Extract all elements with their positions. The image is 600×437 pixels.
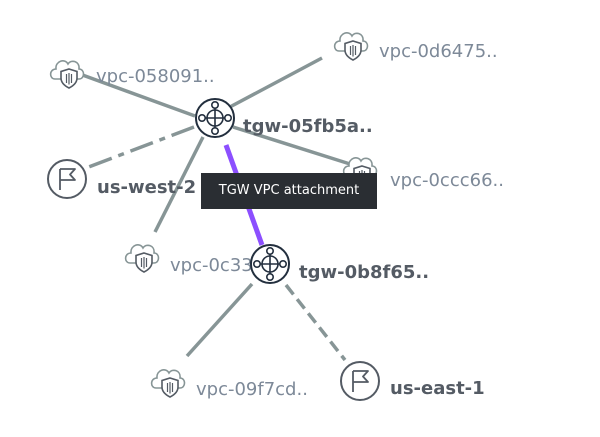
node-vpc-0c3399[interactable]: vpc-0c33.. <box>124 244 265 276</box>
edge-tgw-0b8f65-vpc-09f7cd[interactable] <box>185 282 254 358</box>
region-flag-icon <box>47 159 87 199</box>
node-us-west-2[interactable]: us-west-2 <box>47 159 196 199</box>
node-vpc-0d6475[interactable]: vpc-0d6475.. <box>333 32 498 62</box>
node-label: vpc-0c33.. <box>170 255 264 276</box>
node-vpc-09f7cd[interactable]: vpc-09f7cd.. <box>150 369 308 400</box>
node-vpc-058091[interactable]: vpc-058091.. <box>49 60 215 89</box>
edge-tooltip: TGW VPC attachment <box>201 173 377 209</box>
edge-tgw-05fb5a-vpc-0c3399[interactable] <box>153 136 205 233</box>
node-label: tgw-0b8f65.. <box>299 262 429 283</box>
cloud-shield-icon <box>49 60 85 89</box>
node-label: vpc-0d6475.. <box>379 41 498 62</box>
node-tgw-0b8f65[interactable]: tgw-0b8f65.. <box>250 244 429 284</box>
edge-tgw-0b8f65-us-east-1[interactable] <box>284 283 347 362</box>
edge-tgw-05fb5a-us-west-2[interactable] <box>85 125 195 170</box>
transit-gateway-icon <box>250 244 290 284</box>
node-us-east-1[interactable]: us-east-1 <box>340 361 485 401</box>
edge-tgw-05fb5a-vpc-0ccc66[interactable] <box>232 125 351 166</box>
edge-tgw-05fb5a-vpc-058091[interactable] <box>76 71 196 118</box>
node-label: tgw-05fb5a.. <box>243 116 373 137</box>
node-label: us-east-1 <box>390 378 485 399</box>
transit-gateway-icon <box>195 98 235 138</box>
node-label: vpc-0ccc66.. <box>390 170 504 191</box>
edge-tgw-05fb5a-vpc-0d6475[interactable] <box>227 56 323 110</box>
region-flag-icon <box>340 361 380 401</box>
cloud-shield-icon <box>124 244 160 273</box>
node-label: us-west-2 <box>97 177 196 198</box>
node-label: vpc-058091.. <box>96 66 215 87</box>
cloud-shield-icon <box>333 32 369 61</box>
node-label: vpc-09f7cd.. <box>196 379 308 400</box>
node-tgw-05fb5a[interactable]: tgw-05fb5a.. <box>195 98 373 138</box>
cloud-shield-icon <box>150 369 186 398</box>
node-vpc-0ccc66[interactable]: vpc-0ccc66.. <box>342 157 504 191</box>
